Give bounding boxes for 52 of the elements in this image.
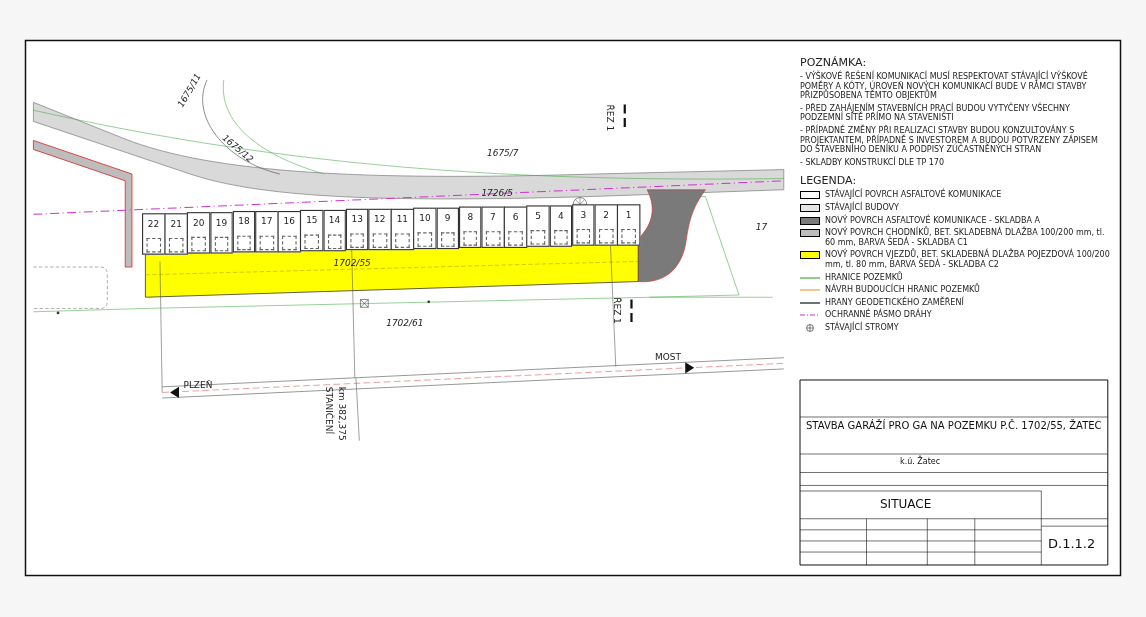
section-mark-label: ŘEZ 1 xyxy=(603,104,614,132)
parcel-number: 1702/55 xyxy=(333,259,371,269)
garage-box: 3 xyxy=(571,204,595,247)
drawing-title: SITUACE xyxy=(880,497,932,512)
parcel-number: 17 xyxy=(755,223,768,234)
garage-box: 21 xyxy=(164,212,188,255)
garage-box: 6 xyxy=(504,206,527,248)
project-title: STAVBA GARÁŽÍ PRO GA NA POZEMKU P.Č. 1702/55, ŽATEC xyxy=(806,420,1103,432)
garage-box: 4 xyxy=(549,205,573,247)
note-text: - VÝŠKOVÉ ŘEŠENÍ KOMUNIKACÍ MUSÍ RESPEKTOVAT STÁVAJÍCÍ VÝŠKOVÉ POMĚRY A KÓTY, ÚROVEŇ NOVÝCH KOMUNIKACÍ BUDE V RÁMCI STAVBY PŘIZPŮSOBENA TĚMTO OBJEKTŮM xyxy=(800,72,1089,101)
note-text: - SKLADBY KONSTRUKCÍ DLE TP 170 xyxy=(800,157,945,168)
note-text: - PŘÍPADNÉ ZMĚNY PŘI REALIZACI STAVBY BUDOU KONZULTOVÁNY S PROJEKTANTEM, PŘÍPADNĚ S INVESTOREM A BUDOU POTVRZENY ZÁPISEM DO STAVEBNÍHO DENÍKU A PODPISY ZÚČASTNĚNÝCH STRAN xyxy=(800,125,1099,155)
garage-box: 7 xyxy=(481,206,505,248)
legend-text: HRANICE POZEMKŮ xyxy=(825,272,904,283)
garage-box: 5 xyxy=(526,205,550,248)
parcel-number: 1675/7 xyxy=(487,149,519,160)
garage-box: 9 xyxy=(436,207,460,249)
section-mark-label: ŘEZ 1 xyxy=(610,297,621,324)
note-text: - PŘED ZAHÁJENÍM STAVEBNÍCH PRACÍ BUDOU VYTYČENY VŠECHNY PODZEMNÍ SÍTĚ PŘÍMO NA STAVENIŠTI xyxy=(800,103,1071,123)
garage-box: 12 xyxy=(368,208,392,251)
road-direction-label: MOST xyxy=(655,353,681,364)
garage-box: 13 xyxy=(345,209,369,251)
garage-box: 18 xyxy=(232,211,256,253)
garage-box: 17 xyxy=(255,211,279,253)
garage-box: 16 xyxy=(277,210,301,252)
garage-box: 2 xyxy=(594,204,618,246)
chainage-label: STANIČENÍ xyxy=(322,386,333,435)
garage-box: 14 xyxy=(323,209,346,252)
note-heading: POZNÁMKA: xyxy=(800,56,868,69)
garage-box: 15 xyxy=(300,210,324,252)
road-direction-label: PLZEŇ xyxy=(183,381,213,392)
garage-box: 11 xyxy=(390,208,414,250)
legend-text: HRANY GEODETICKÉHO ZAMĚŘENÍ xyxy=(825,297,965,308)
garage-box: 22 xyxy=(142,213,165,255)
legend-text: NOVÝ POVRCH VJEZDŮ, BET. SKLADEBNÁ DLAŽBA POJEZDOVÁ 100/200 mm, tl. 80 mm, BARVA ŠEDÁ - SKLADBA C2 xyxy=(825,250,1110,270)
legend-text: NÁVRH BUDOUCÍCH HRANIC POZEMKŮ xyxy=(825,285,981,295)
legend-text: STÁVAJÍCÍ STROMY xyxy=(825,322,900,333)
garage-box: 8 xyxy=(458,206,482,249)
legend-text: STÁVAJÍCÍ POVRCH ASFALTOVÉ KOMUNIKACE xyxy=(825,190,1003,200)
parcel-number: 1702/61 xyxy=(386,319,424,330)
legend-text: STÁVAJÍCÍ BUDOVY xyxy=(825,202,900,213)
garage-box: 1 xyxy=(617,203,641,246)
legend-text: OCHRANNÉ PÁSMO DRÁHY xyxy=(825,310,933,320)
drawing-number: D.1.1.2 xyxy=(1048,536,1096,552)
legend-heading: LEGENDA: xyxy=(800,174,858,188)
parcel-number: 1726/5 xyxy=(481,189,513,200)
garage-box: 10 xyxy=(413,207,437,250)
garage-box: 20 xyxy=(187,212,211,254)
legend-text: NOVÝ POVRCH ASFALTOVÉ KOMUNIKACE - SKLADBA A xyxy=(825,215,1041,226)
chainage-label: km 382,375 xyxy=(336,386,346,441)
location-text: k.ú. Žatec xyxy=(900,457,941,467)
legend-text: NOVÝ POVRCH CHODNÍKŮ, BET. SKLADEBNÁ DLAŽBA 100/200 mm, tl. 60 mm, BARVA ŠEDÁ - SKLADBA C1 xyxy=(825,228,1106,248)
